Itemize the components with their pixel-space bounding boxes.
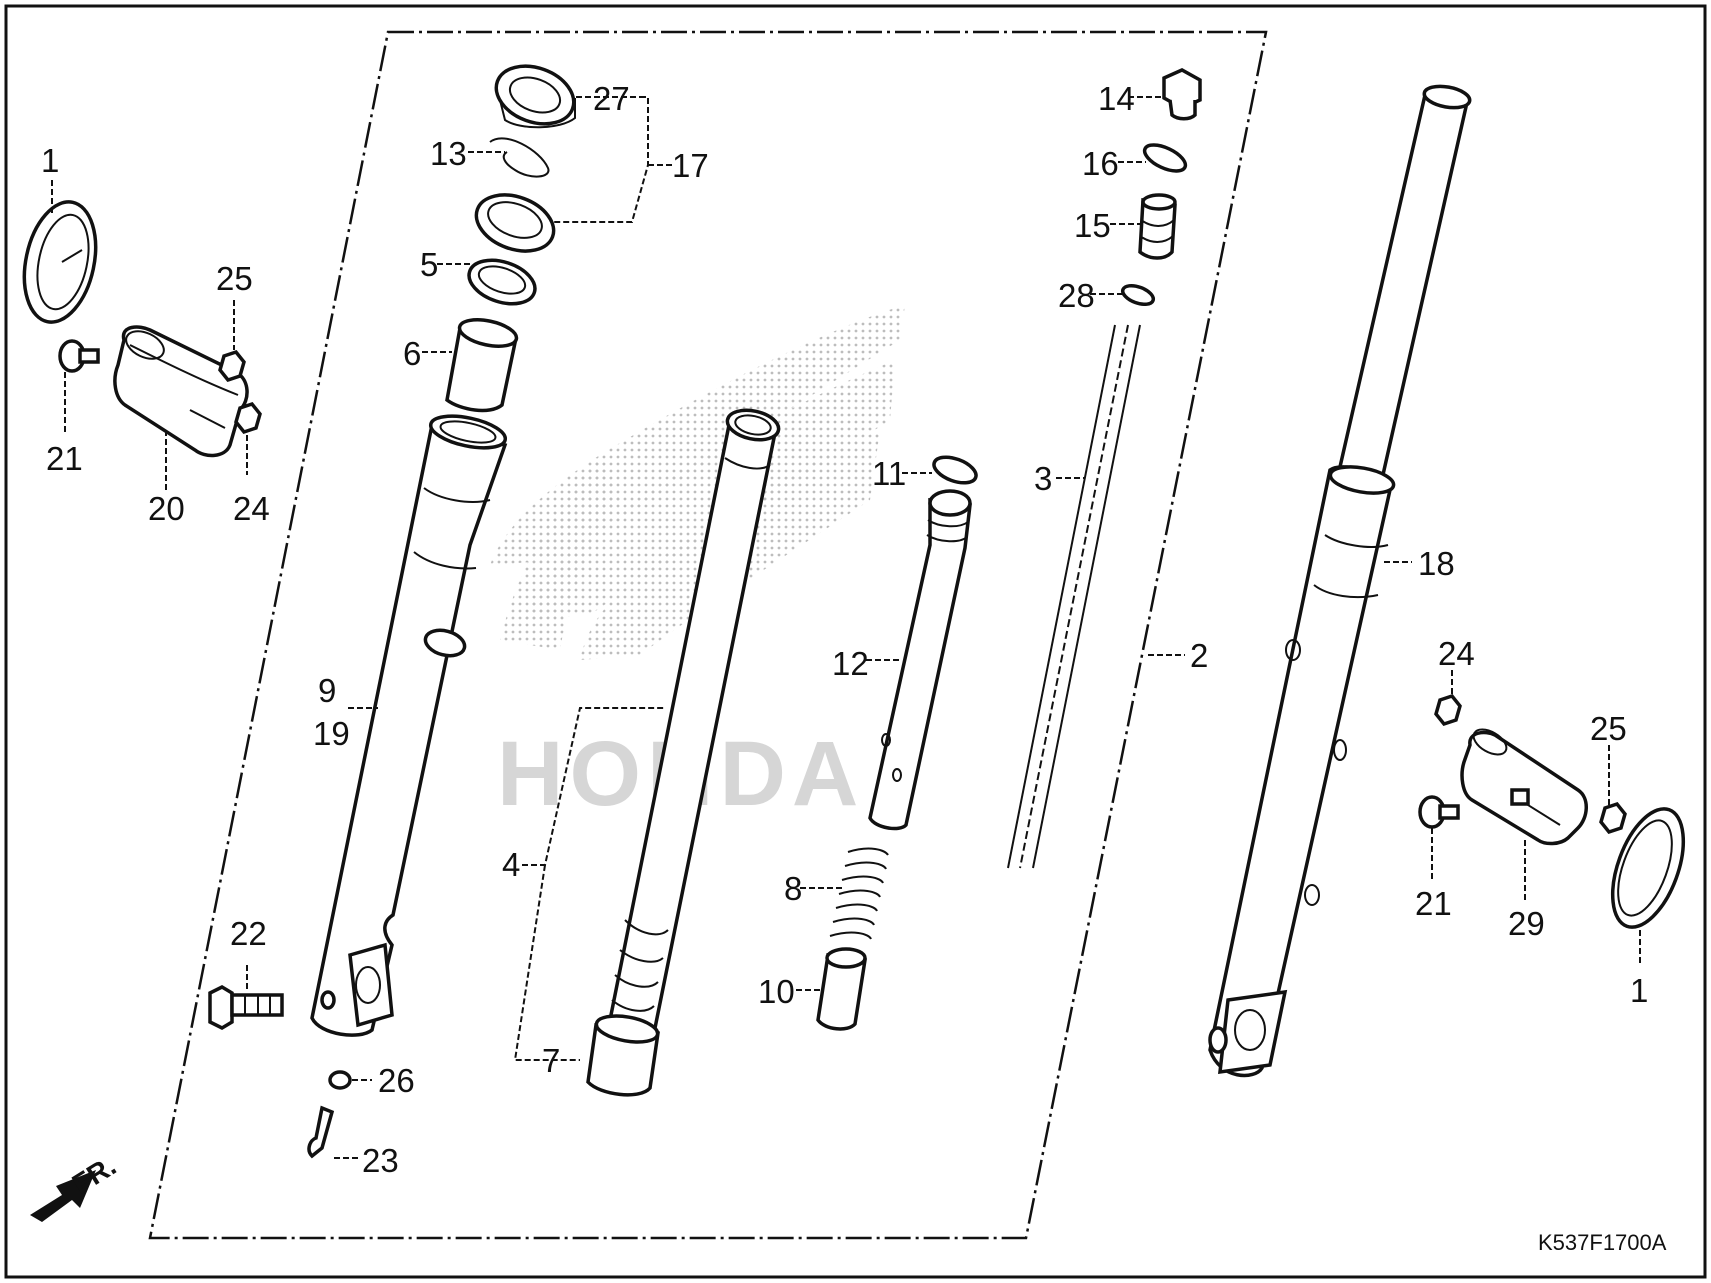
part-label: 24 <box>1438 635 1475 672</box>
part-label: 29 <box>1508 905 1545 942</box>
nut-left-lower <box>234 401 262 435</box>
damper-rod <box>868 489 972 831</box>
fork-bolt <box>1162 68 1202 121</box>
part-label: 28 <box>1058 277 1095 314</box>
nut-right-small <box>1599 801 1627 835</box>
part-label: 1 <box>1630 972 1648 1009</box>
diagram-frame <box>4 4 1707 1279</box>
part-label: 14 <box>1098 80 1135 117</box>
part-label: 6 <box>403 335 421 372</box>
part-label: 3 <box>1034 460 1052 497</box>
part-label: 11 <box>872 455 906 492</box>
part-label: 9 <box>318 672 336 709</box>
oil-lock-piece <box>816 947 868 1031</box>
washer <box>328 1070 352 1090</box>
part-label: 2 <box>1190 637 1208 674</box>
part-label: 22 <box>230 915 267 952</box>
part-label: 19 <box>313 715 350 752</box>
part-label: 21 <box>1415 885 1452 922</box>
upper-bearing <box>494 64 576 129</box>
part-labels: 1 25 21 20 24 27 17 13 5 6 9 19 4 7 22 2… <box>41 80 1648 1179</box>
bolt-right <box>1418 795 1460 829</box>
part-label: 12 <box>832 645 869 682</box>
part-label: 13 <box>430 135 467 172</box>
cap-disc-right <box>1610 807 1686 929</box>
guide-bushing <box>445 318 519 413</box>
bearing-ring <box>474 193 556 253</box>
part-label: 26 <box>378 1062 415 1099</box>
part-label: 20 <box>148 490 185 527</box>
fork-assembly-right <box>1208 84 1472 1078</box>
oil-seal <box>467 258 537 306</box>
part-label: 23 <box>362 1142 399 1179</box>
part-label: 25 <box>216 260 253 297</box>
nut-left-upper <box>218 349 246 383</box>
part-label: 8 <box>784 870 802 907</box>
nut-right <box>1434 693 1462 727</box>
part-label: 18 <box>1418 545 1455 582</box>
handle-holder-right <box>1460 728 1588 846</box>
o-ring <box>1142 143 1188 173</box>
spring-collar <box>1138 193 1177 260</box>
leader-lines <box>51 96 1641 1159</box>
part-label: 15 <box>1074 207 1111 244</box>
spring-seat <box>1120 283 1156 307</box>
part-label: 4 <box>502 846 520 883</box>
bolt-left <box>58 339 100 373</box>
fork-bottom-case <box>310 414 508 1037</box>
assembly-boundary <box>148 30 1268 1240</box>
part-label: 27 <box>593 80 630 117</box>
part-label: 16 <box>1082 145 1119 182</box>
part-label: 10 <box>758 973 795 1010</box>
drawing-code: K537F1700A <box>1538 1230 1667 1255</box>
front-direction-arrow: FR. <box>30 1150 121 1222</box>
part-label: 7 <box>542 1042 560 1079</box>
part-label: 17 <box>672 147 709 184</box>
rebound-spring <box>829 847 889 940</box>
part-label: 5 <box>420 246 438 283</box>
clip <box>489 137 550 178</box>
part-label: 25 <box>1590 710 1627 747</box>
axle-pinch-bolt <box>208 985 284 1030</box>
part-label: 21 <box>46 440 83 477</box>
piston-ring <box>932 455 978 485</box>
handle-holder-left <box>113 325 249 458</box>
drain-bolt <box>307 1105 335 1159</box>
part-label: 1 <box>41 142 59 179</box>
cap-disc-left <box>22 200 98 324</box>
fork-spring <box>1007 324 1141 869</box>
slider-bushing <box>586 1014 660 1097</box>
part-label: 24 <box>233 490 270 527</box>
